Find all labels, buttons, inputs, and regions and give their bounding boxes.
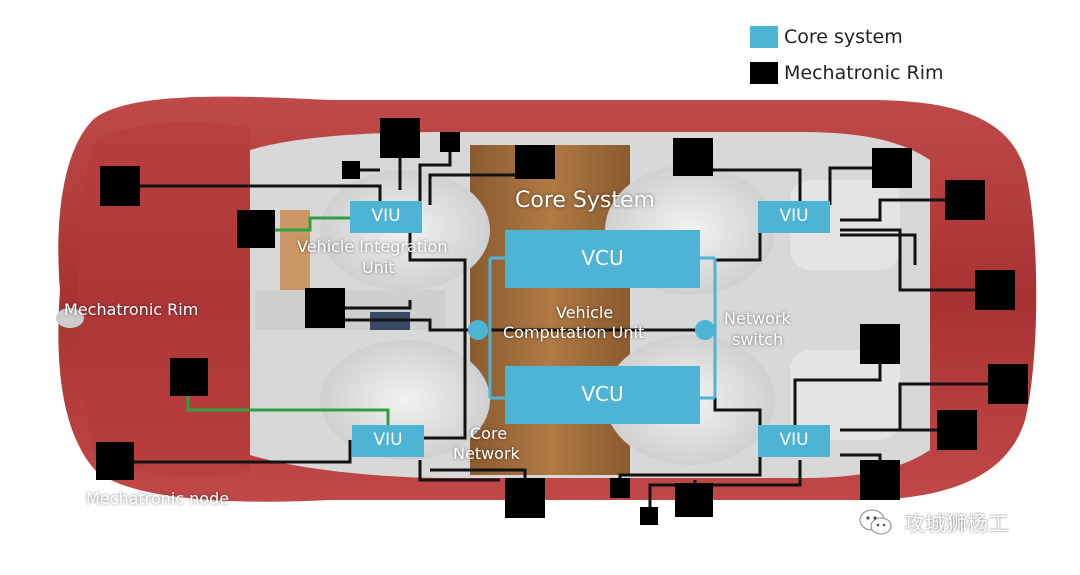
vcu-box-top [505,230,700,288]
vehicle-computation-label-line2: Computation Unit [503,323,645,342]
mechatronic-nodes [96,118,1028,525]
legend-core-label: Core system [784,26,903,48]
viu-box-rear-left [758,201,830,233]
legend-rim-label: Mechatronic Rim [784,62,944,84]
viu-label-rear-left: VIU [779,206,809,226]
legend-core-system: Core system [750,26,903,48]
core-system-title: Core System [515,188,655,213]
watermark: 攻城狮杨工 [858,508,1009,538]
core-network-lines [488,256,717,400]
dashboard [255,290,445,330]
vcu-label-top: VCU [581,246,624,270]
viu-label-front-right: VIU [373,430,403,450]
watermark-text: 攻城狮杨工 [904,512,1009,536]
mechatronic-node-label: Mechatronic node [86,489,230,508]
core-network-label-line2: Network [453,444,520,463]
legend-core-swatch [750,26,778,48]
vehicle-computation-label-line1: Vehicle [556,303,614,322]
network-switch-label-line2: switch [732,330,784,349]
legend-rim-swatch [750,62,778,84]
viu-box-front-right [352,425,424,457]
vcu-box-bottom [505,366,700,424]
viu-label-front-left: VIU [371,206,401,226]
mechatronic-rim-label: Mechatronic Rim [64,300,199,319]
network-switch-label-line1: Network [724,309,791,328]
network-switch-left [468,320,488,340]
viu-label-rear-right: VIU [779,430,809,450]
legend-mechatronic-rim: Mechatronic Rim [750,62,943,84]
viu-box-rear-right [758,425,830,457]
vcu-label-bottom: VCU [581,382,624,406]
core-network-label-line1: Core [470,424,508,443]
vehicle-integration-label-line1: Vehicle Integration [297,237,448,256]
network-switch-right [695,320,715,340]
vehicle-integration-label-line2: Unit [362,258,395,277]
wechat-icon [859,509,892,535]
viu-box-front-left [350,201,422,233]
